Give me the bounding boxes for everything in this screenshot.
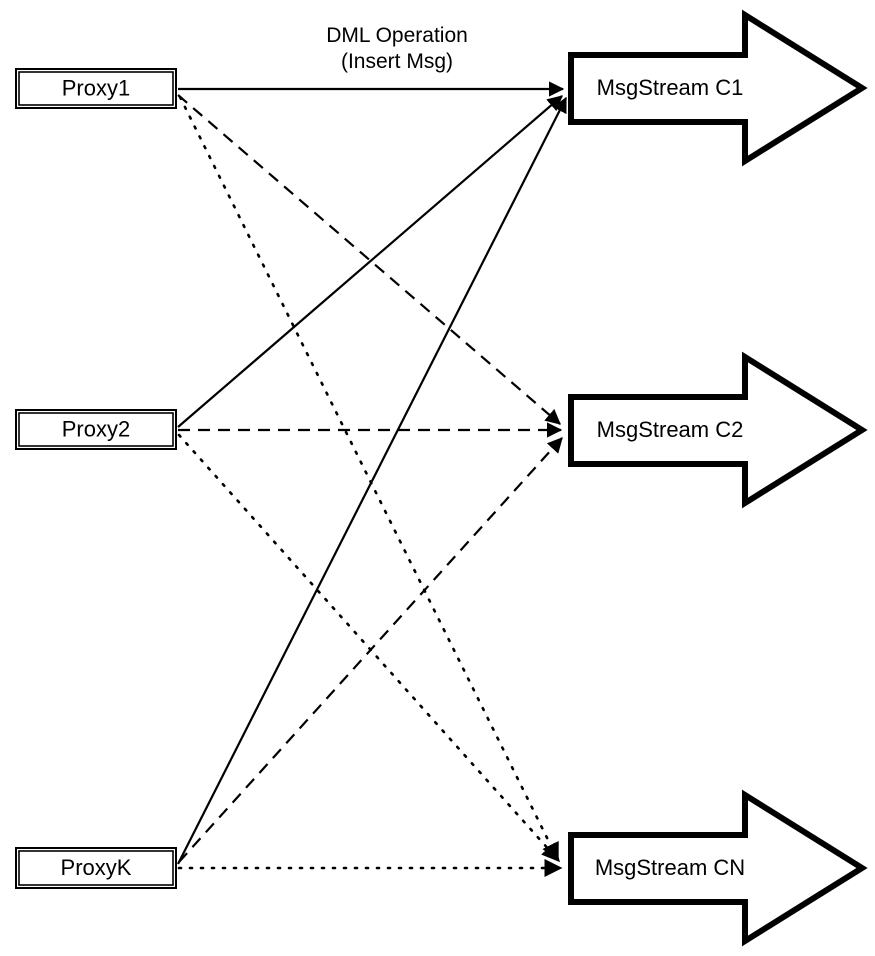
msgstream-label-c2: MsgStream C2 [597, 417, 744, 442]
dml-operation-label: DML Operation (Insert Msg) [326, 24, 468, 73]
msgstream-arrow-shape-cn [568, 789, 868, 947]
dml-operation-label-line2: (Insert Msg) [341, 50, 453, 73]
proxy-label-proxy2: Proxy2 [62, 416, 130, 441]
msgstream-arrow-shape-c1 [568, 9, 868, 167]
msgstream-label-c1: MsgStream C1 [597, 75, 744, 100]
msgstream-node-cn[interactable]: MsgStream CN [568, 789, 868, 947]
connection-pk-c2 [178, 437, 563, 863]
msgstream-nodes: MsgStream C1 MsgStream C2 MsgStream CN [568, 9, 868, 947]
connection-p2-c1 [177, 95, 563, 428]
proxy-box-inner-proxy2 [18, 412, 174, 447]
proxy-label-proxyK: ProxyK [61, 855, 132, 880]
connection-p1-cn [178, 95, 560, 862]
msgstream-label-cn: MsgStream CN [595, 855, 745, 880]
connection-pk-c1 [177, 96, 567, 865]
connection-lines [177, 81, 567, 878]
proxy-box-inner-proxy1 [18, 71, 174, 106]
dml-operation-label-line1: DML Operation [326, 24, 468, 47]
proxy-node-proxyK[interactable]: ProxyK [15, 847, 177, 889]
msgstream-node-c2[interactable]: MsgStream C2 [568, 351, 868, 509]
msgstream-node-c1[interactable]: MsgStream C1 [568, 9, 868, 167]
connection-p1-c2 [177, 94, 561, 425]
proxy-node-proxy2[interactable]: Proxy2 [15, 409, 177, 450]
proxy-node-proxy1[interactable]: Proxy1 [15, 68, 177, 109]
proxy-label-proxy1: Proxy1 [62, 75, 130, 100]
msgstream-arrow-shape-c2 [568, 351, 868, 509]
proxy-box-inner-proxyK [18, 850, 174, 886]
connection-p2-cn [177, 433, 561, 863]
